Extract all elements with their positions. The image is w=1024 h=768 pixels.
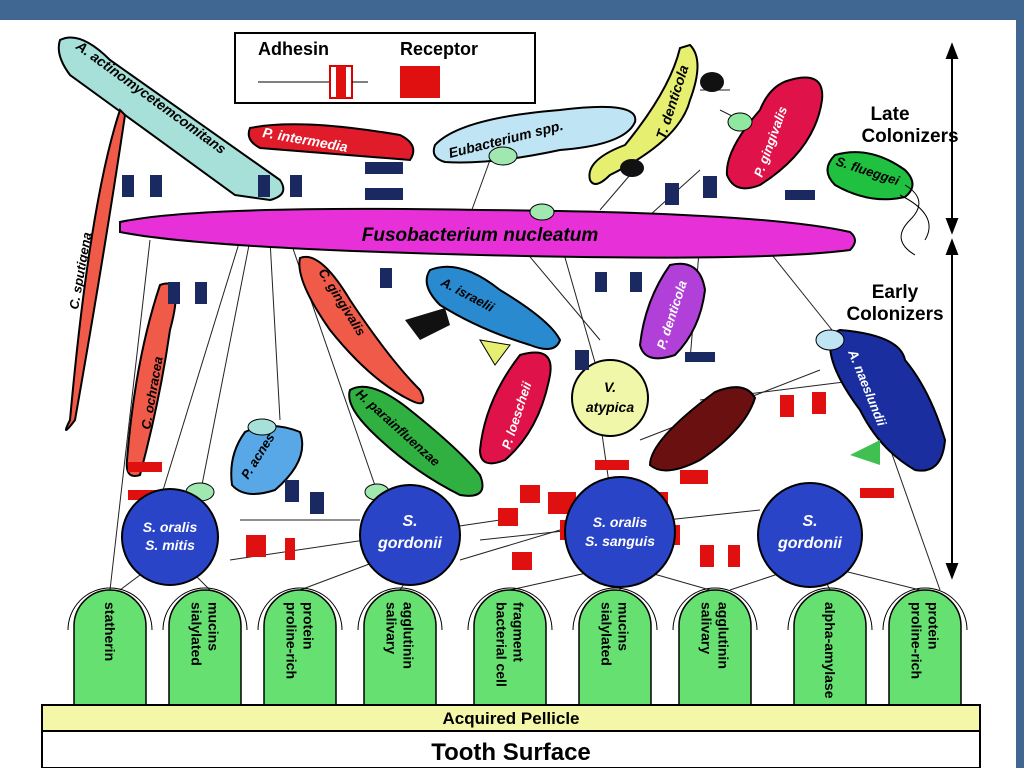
p-intermedia-organism: P. intermedia [247, 123, 415, 162]
a-israelii-organism: A. israelii [405, 265, 562, 366]
legend-adhesin-label: Adhesin [258, 39, 329, 59]
s-oralis-mitis-organism: S. oralis S. mitis [121, 488, 219, 586]
legend-receptor-symbol [400, 66, 440, 98]
svg-text:S. oralis: S. oralis [143, 519, 198, 535]
svg-text:S. mitis: S. mitis [145, 537, 195, 553]
acquired-pellicle-band [41, 704, 981, 732]
late-colonizers-line1: Late [870, 104, 909, 125]
tooth-surface-band [41, 730, 981, 768]
slide-top-bar [0, 0, 1024, 20]
p-gingivalis-organism: P. gingivalis [725, 76, 824, 190]
receptor-label: salivary [384, 602, 400, 654]
p-acnes-organism: P. acnes [230, 418, 304, 495]
receptor-label: protein [301, 602, 317, 649]
svg-text:S.: S. [802, 513, 817, 530]
s-flueggei-organism: S. flueggei [826, 151, 930, 256]
early-colonizers-line2: Colonizers [846, 304, 943, 325]
svg-text:gordonii: gordonii [377, 535, 443, 552]
receptor-label: bacterial cell [494, 602, 510, 687]
svg-text:S.: S. [402, 513, 417, 530]
svg-text:Fusobacterium nucleatum: Fusobacterium nucleatum [362, 225, 599, 246]
receptor-label: statherin [102, 602, 118, 661]
receptor-label: proline-rich [284, 602, 300, 679]
v-atypica-organism: V. atypica [571, 359, 649, 437]
svg-text:S. oralis: S. oralis [593, 514, 648, 530]
legend: Adhesin Receptor [234, 32, 536, 104]
receptor-pillar: alpha-amylase [787, 587, 873, 706]
receptor-label: mucins [616, 602, 632, 651]
acquired-pellicle-label: Acquired Pellicle [443, 709, 580, 728]
s-gordonii-right-organism: S. gordonii [757, 482, 863, 588]
p-denticola-organism: P. denticola [638, 262, 707, 360]
svg-text:atypica: atypica [586, 399, 634, 415]
receptor-label: protein [926, 602, 942, 649]
receptor-pillar: statherin [67, 587, 153, 706]
slide-right-bar [1016, 20, 1024, 768]
tooth-surface-label: Tooth Surface [431, 739, 591, 766]
a-naeslundii-organism: A. naeslundii [815, 328, 947, 472]
receptor-label: sialylated [599, 602, 615, 666]
receptor-label: salivary [699, 602, 715, 654]
svg-text:S. sanguis: S. sanguis [585, 533, 655, 549]
s-oralis-sanguis-organism: S. oralis S. sanguis [564, 476, 676, 588]
timeline-arrows [945, 42, 959, 580]
receptor-label: alpha-amylase [822, 602, 838, 699]
fusobacterium-nucleatum-organism: Fusobacterium nucleatum [119, 207, 856, 259]
receptor-label: sialylated [189, 602, 205, 666]
svg-text:gordonii: gordonii [777, 535, 843, 552]
early-colonizers-line1: Early [872, 282, 919, 303]
receptor-label: proline-rich [909, 602, 925, 679]
legend-receptor-label: Receptor [400, 39, 478, 59]
brown-unlabeled-organism [648, 386, 757, 472]
receptor-label: mucins [206, 602, 222, 651]
receptor-label: fragment [511, 602, 527, 662]
s-gordonii-left-organism: S. gordonii [359, 484, 461, 586]
receptor-label: agglutinin [716, 602, 732, 669]
receptor-label: agglutinin [401, 602, 417, 669]
svg-text:V.: V. [604, 379, 616, 395]
late-colonizers-line2: Colonizers [861, 126, 958, 147]
